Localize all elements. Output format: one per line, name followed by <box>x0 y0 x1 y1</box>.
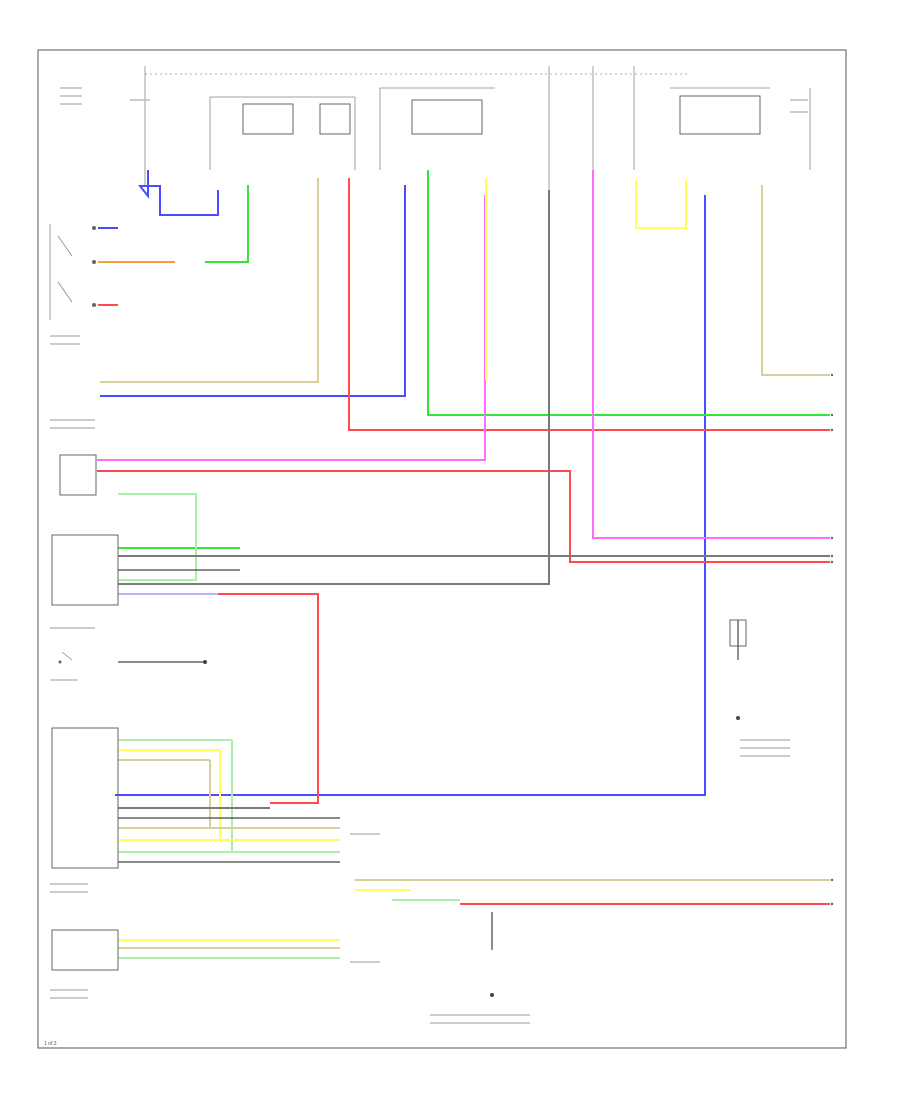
wire-pink <box>97 170 830 539</box>
module-control-unit-lower <box>51 929 119 971</box>
junction-point <box>203 660 207 664</box>
module-control-unit-middle <box>51 727 119 869</box>
relay-box-right <box>670 87 811 170</box>
ground-connector-bottom <box>490 993 494 997</box>
module-control-unit-upper <box>51 534 119 606</box>
wire-gray <box>118 190 830 809</box>
wire-green-light <box>118 493 460 959</box>
wire-black <box>118 569 739 950</box>
relay-box-center <box>379 87 495 170</box>
wire-blue-main <box>98 170 706 796</box>
wire-red <box>97 178 830 905</box>
fuse-drops <box>144 66 635 190</box>
module-relay-box <box>59 454 97 496</box>
wire-tan <box>100 178 830 949</box>
ground-connector-right <box>729 619 747 720</box>
page-reference: 1 of 3 <box>44 1041 57 1047</box>
diagram-frame <box>37 49 847 1049</box>
right-edge-terminals <box>830 373 834 906</box>
wire-green <box>118 170 830 549</box>
illegible-label-marks <box>50 87 808 1024</box>
switch-assembly-top-left <box>49 224 96 320</box>
switch-small-left <box>58 651 73 664</box>
relay-box-left <box>209 96 356 170</box>
wire-yellow <box>118 178 687 941</box>
